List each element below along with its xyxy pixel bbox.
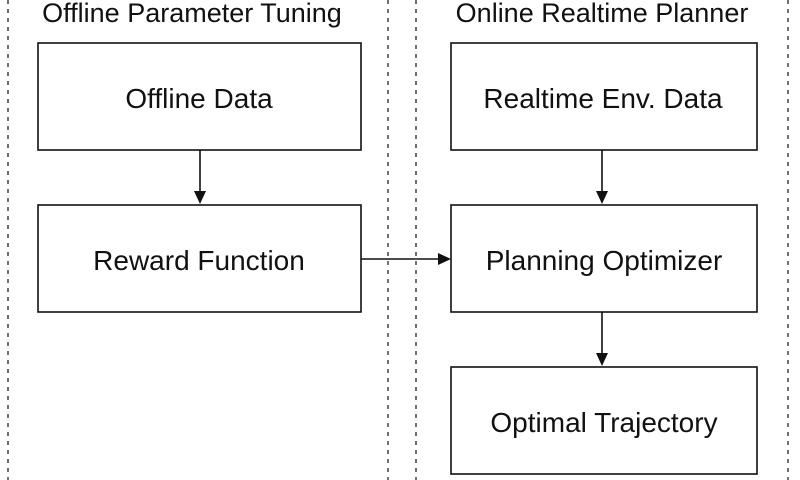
offline-panel: Offline Parameter Tuning (7, 0, 389, 480)
online-panel-title: Online Realtime Planner (456, 0, 749, 28)
node-offline-data: Offline Data (37, 42, 362, 151)
edges (194, 150, 608, 366)
node-planning-optimizer: Planning Optimizer (450, 204, 758, 313)
node-optimal-trajectory: Optimal Trajectory (450, 366, 758, 475)
reward-function-label: Reward Function (93, 245, 305, 276)
planning-optimizer-label: Planning Optimizer (486, 245, 723, 276)
offline-data-box (37, 42, 362, 151)
optimal-trajectory-label: Optimal Trajectory (490, 407, 717, 438)
arrowhead-reward-to-planning (438, 253, 451, 265)
arrowhead-env-data-to-planning (596, 191, 608, 204)
node-realtime-env-data: Realtime Env. Data (450, 42, 758, 151)
node-reward-function: Reward Function (37, 204, 362, 313)
reward-function-box (37, 204, 362, 313)
offline-panel-title: Offline Parameter Tuning (42, 0, 342, 28)
optimal-trajectory-box (450, 366, 758, 475)
realtime-env-data-box (450, 42, 758, 151)
offline-data-label: Offline Data (125, 83, 273, 114)
arrowhead-offline-data-to-reward (194, 191, 206, 204)
arrowhead-planning-to-trajectory (596, 353, 608, 366)
online-panel: Online Realtime Planner (415, 0, 789, 480)
realtime-env-data-label: Realtime Env. Data (483, 83, 723, 114)
planning-optimizer-box (450, 204, 758, 313)
